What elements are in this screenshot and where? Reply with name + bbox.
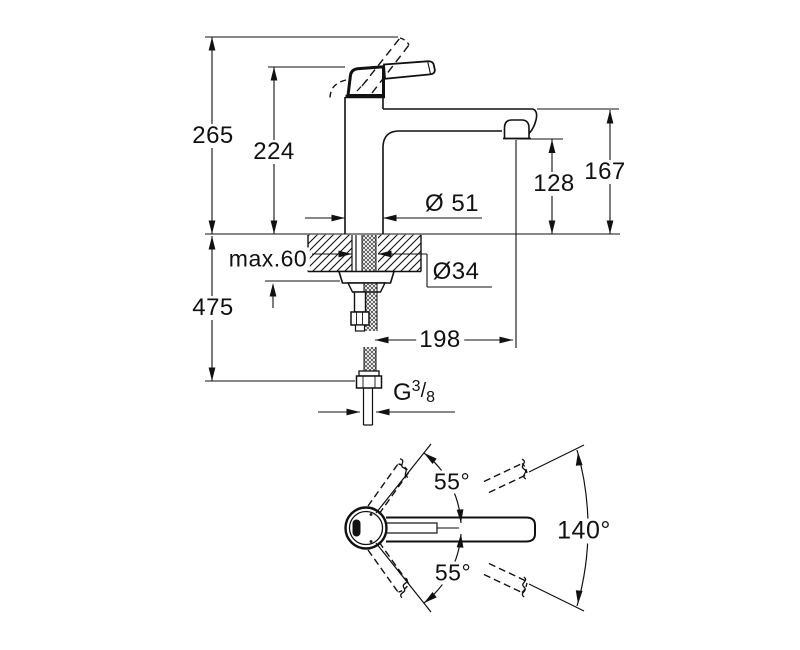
faucet-side-profile <box>344 60 538 234</box>
extension-lines <box>205 36 620 382</box>
dim-max-mounting-label: max.60 <box>225 247 311 271</box>
handle-mark <box>352 519 361 537</box>
base-circle-inner <box>348 510 384 546</box>
dim-outlet-height-label: 128 <box>530 172 578 196</box>
thread-numerator: 3 <box>411 378 421 395</box>
angle-arrowheads <box>424 452 583 604</box>
mounting-deck <box>307 234 422 273</box>
side-view <box>205 36 620 426</box>
supply-hose-assembly <box>337 270 396 426</box>
thread-slash: / <box>420 380 427 402</box>
aerator-outline <box>503 119 530 140</box>
handle-raised-dashed <box>329 37 410 98</box>
angle-lower-55-label: 55° <box>431 561 475 585</box>
dim-handle-height-label: 224 <box>250 140 298 164</box>
angle-swivel-140-label: 140° <box>554 518 614 544</box>
dim-spout-top-height-label: 167 <box>581 160 629 184</box>
dim-base-diameter-label: Ø 51 <box>421 192 483 216</box>
top-view <box>344 443 589 613</box>
dim-projection-label: 198 <box>416 328 464 352</box>
dim-thread-size-label: G3/8 <box>391 378 438 406</box>
base-circle-outer <box>344 506 388 550</box>
dimension-arrowheads <box>208 37 614 416</box>
thread-denominator: 8 <box>426 389 436 406</box>
fixing-stud <box>353 291 367 313</box>
thread-prefix: G <box>393 379 412 406</box>
mounting-washer <box>337 270 396 284</box>
hose-end-tube <box>362 388 374 426</box>
handle-lever <box>383 60 436 80</box>
angle-upper-55-label: 55° <box>430 470 474 494</box>
dim-hose-length-label: 475 <box>189 296 237 320</box>
break-ticks <box>399 458 527 599</box>
hose-connection-nut <box>355 375 383 389</box>
dim-hole-diameter-label: Ø34 <box>429 260 483 284</box>
dim-overall-height-label: 265 <box>189 124 237 148</box>
